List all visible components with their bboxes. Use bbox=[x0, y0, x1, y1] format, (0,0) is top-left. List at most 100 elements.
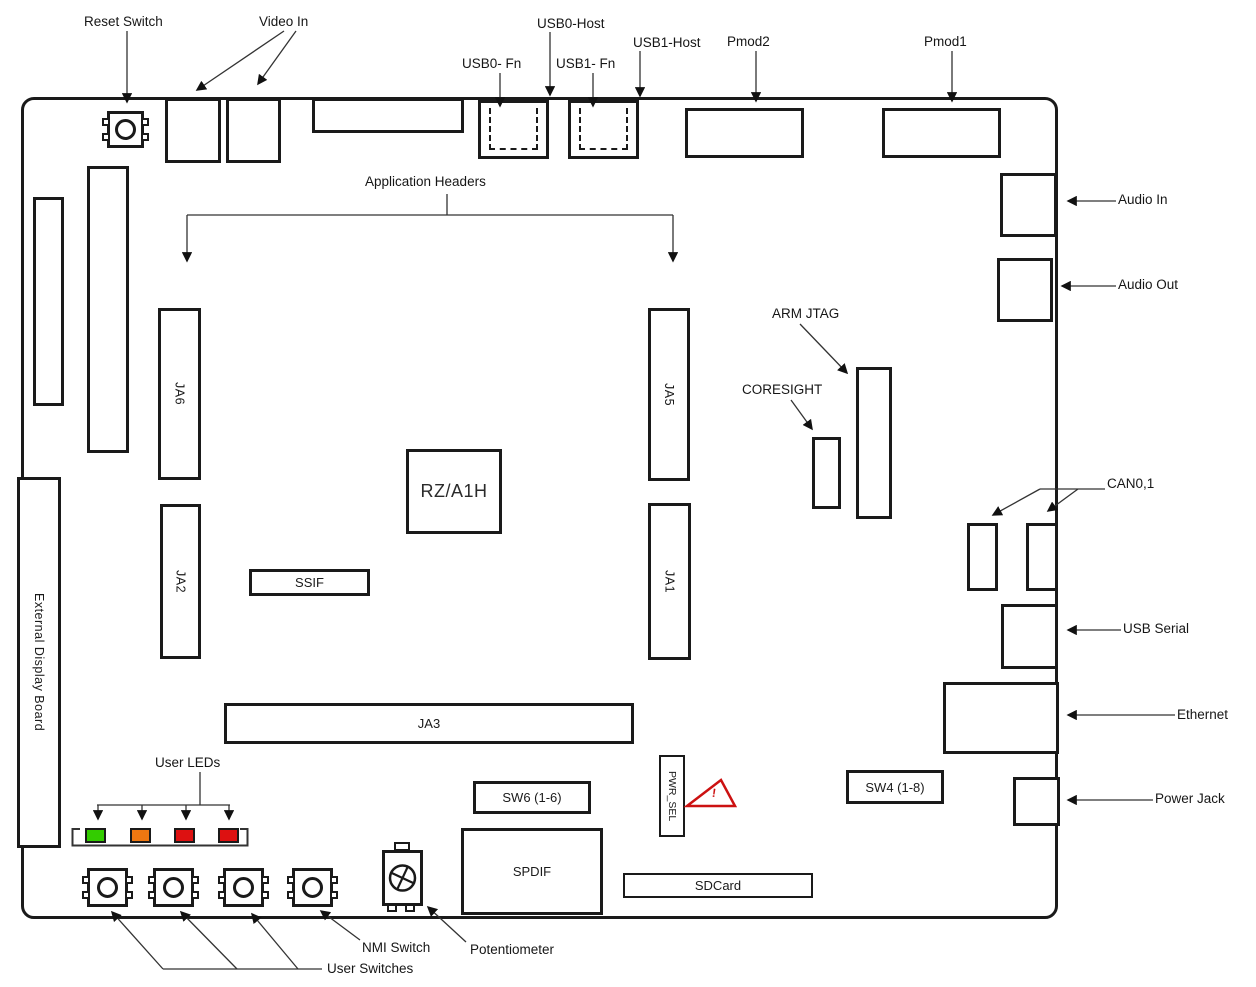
usb-serial-connector bbox=[1001, 604, 1058, 669]
usb0-connector bbox=[478, 100, 549, 159]
can01-label: CAN0,1 bbox=[1107, 476, 1155, 491]
video-in-arrow-1 bbox=[195, 30, 285, 91]
user-led-green bbox=[85, 828, 106, 843]
nmi-switch-component bbox=[287, 868, 338, 907]
user-led-red-2 bbox=[218, 828, 239, 843]
cpu-rza1h: RZ/A1H bbox=[406, 449, 502, 534]
sw6-dipswitch: SW6 (1-6) bbox=[473, 781, 591, 814]
switch-tab bbox=[102, 118, 110, 126]
ja1-header: JA1 bbox=[648, 503, 691, 660]
external-display-board-label: External Display Board bbox=[32, 593, 46, 732]
user-switch-arrow-3 bbox=[250, 912, 299, 970]
video-in-label: Video In bbox=[259, 14, 309, 29]
power-jack-connector bbox=[1013, 777, 1060, 826]
ja3-header: JA3 bbox=[224, 703, 634, 744]
ethernet-label: Ethernet bbox=[1177, 707, 1229, 722]
switch-tab bbox=[261, 891, 269, 899]
usb0-fn-label: USB0- Fn bbox=[462, 56, 522, 71]
sw6-label: SW6 (1-6) bbox=[502, 790, 562, 805]
ja3-label: JA3 bbox=[417, 716, 441, 731]
sw4-label: SW4 (1-8) bbox=[865, 779, 925, 795]
sdcard-connector: SDCard bbox=[623, 873, 813, 898]
switch-tab bbox=[261, 876, 269, 884]
ja1-label: JA1 bbox=[662, 569, 677, 594]
usb1-host-label: USB1-Host bbox=[633, 35, 701, 50]
ja2-label: JA2 bbox=[173, 569, 188, 594]
spdif-connector: SPDIF bbox=[461, 828, 603, 915]
ja6-header: JA6 bbox=[158, 308, 201, 480]
switch-tab bbox=[125, 891, 133, 899]
switch-tab bbox=[218, 876, 226, 884]
potentiometer-label: Potentiometer bbox=[470, 942, 555, 957]
ja6-label: JA6 bbox=[172, 382, 187, 406]
coresight-label: CORESIGHT bbox=[742, 382, 823, 397]
pmod1-connector bbox=[882, 108, 1001, 158]
ethernet-connector bbox=[943, 682, 1059, 754]
switch-tab bbox=[148, 891, 156, 899]
ja5-header: JA5 bbox=[648, 308, 690, 481]
usb1-connector bbox=[568, 100, 639, 159]
switch-tab bbox=[141, 133, 149, 141]
user-switch-3 bbox=[218, 868, 269, 907]
pwr-sel-label: PWR_SEL bbox=[666, 770, 678, 822]
nmi-switch-label: NMI Switch bbox=[362, 940, 431, 955]
can1-connector bbox=[1026, 523, 1058, 591]
left-connector-tall bbox=[87, 166, 129, 453]
user-leds-label: User LEDs bbox=[155, 755, 221, 770]
video-in-connector-1 bbox=[165, 98, 221, 163]
switch-tab bbox=[287, 876, 295, 884]
user-switch-2 bbox=[148, 868, 199, 907]
usb1-connector-inner bbox=[579, 108, 628, 150]
usb-serial-label: USB Serial bbox=[1123, 621, 1190, 636]
reset-switch-label: Reset Switch bbox=[84, 14, 163, 29]
video-in-connector-2 bbox=[226, 98, 281, 163]
left-connector-small bbox=[33, 197, 64, 406]
power-jack-label: Power Jack bbox=[1155, 791, 1225, 806]
reset-switch bbox=[102, 111, 149, 148]
reset-switch-knob bbox=[115, 119, 136, 140]
sw4-dipswitch: SW4 (1-8) bbox=[846, 770, 944, 804]
switch-tab bbox=[82, 891, 90, 899]
audio-in-jack bbox=[1000, 173, 1057, 237]
user-switches-label: User Switches bbox=[327, 961, 414, 976]
pmod1-label: Pmod1 bbox=[924, 34, 967, 49]
ja2-header: JA2 bbox=[160, 504, 201, 659]
switch-tab bbox=[191, 876, 199, 884]
user-switch-1 bbox=[82, 868, 133, 907]
top-edge-connector bbox=[312, 98, 464, 133]
external-display-board-connector: External Display Board bbox=[17, 477, 61, 848]
arm-jtag-connector bbox=[856, 367, 892, 519]
user-switch-knob bbox=[97, 877, 118, 898]
pwr-sel-jumper: PWR_SEL bbox=[659, 755, 685, 837]
switch-tab bbox=[330, 891, 338, 899]
warning-exclamation: ! bbox=[711, 785, 717, 801]
cpu-label: RZ/A1H bbox=[420, 481, 488, 501]
pmod2-connector bbox=[685, 108, 804, 158]
user-led-red-1 bbox=[174, 828, 195, 843]
user-switch-knob bbox=[163, 877, 184, 898]
arm-jtag-label: ARM JTAG bbox=[772, 306, 840, 321]
switch-tab bbox=[148, 876, 156, 884]
ja5-label: JA5 bbox=[662, 382, 676, 407]
potentiometer-body bbox=[382, 850, 423, 906]
audio-out-jack bbox=[997, 258, 1053, 322]
coresight-connector bbox=[812, 437, 841, 509]
audio-in-label: Audio In bbox=[1118, 192, 1168, 207]
switch-tab bbox=[102, 133, 110, 141]
ssif-connector: SSIF bbox=[249, 569, 370, 596]
video-in-arrow-2 bbox=[257, 30, 297, 86]
audio-out-label: Audio Out bbox=[1118, 277, 1179, 292]
usb0-connector-inner bbox=[489, 108, 538, 150]
switch-tab bbox=[141, 118, 149, 126]
user-led-orange bbox=[130, 828, 151, 843]
switch-tab bbox=[82, 876, 90, 884]
nmi-switch-knob bbox=[302, 877, 323, 898]
usb1-fn-label: USB1- Fn bbox=[556, 56, 616, 71]
switch-tab bbox=[287, 891, 295, 899]
can0-connector bbox=[967, 523, 998, 591]
sdcard-label: SDCard bbox=[694, 878, 742, 893]
application-headers-label: Application Headers bbox=[365, 174, 486, 189]
switch-tab bbox=[218, 891, 226, 899]
user-switch-arrow-1 bbox=[110, 910, 164, 970]
